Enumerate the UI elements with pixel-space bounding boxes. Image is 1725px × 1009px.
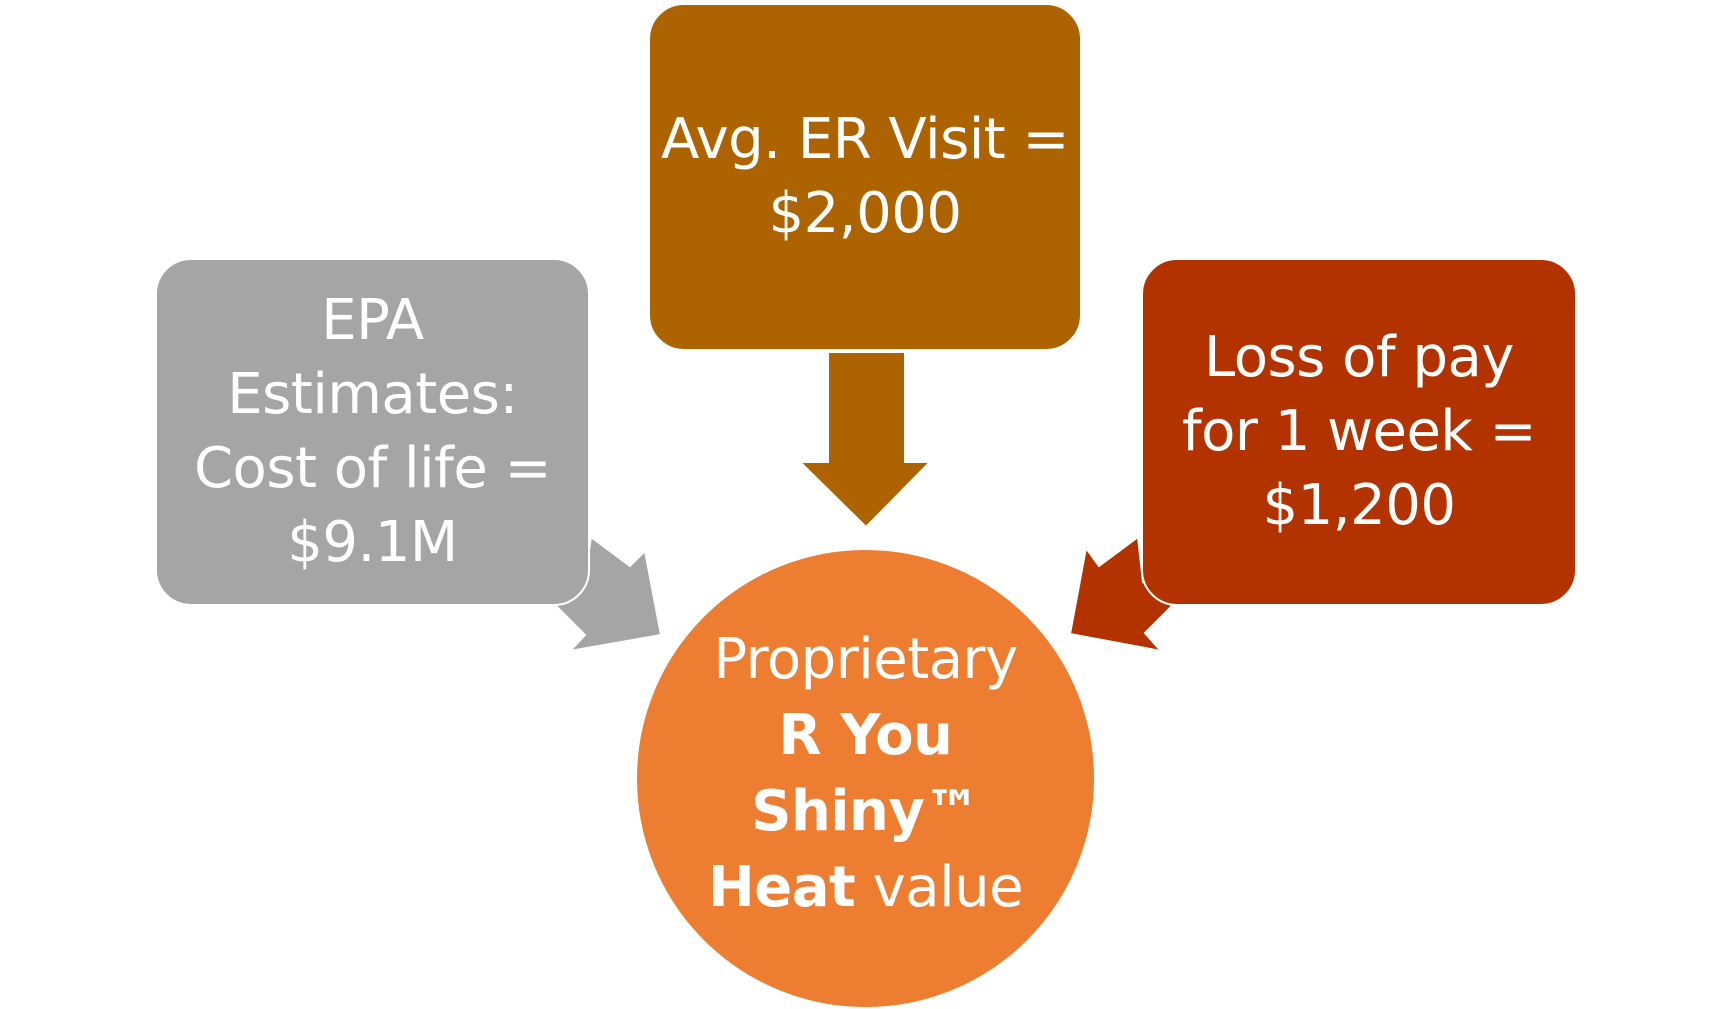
circle-line-1: Proprietary	[713, 626, 1018, 692]
circle-line-4: Heat value	[707, 850, 1024, 926]
er-line-1: Avg. ER Visit =	[661, 107, 1069, 172]
er-visit-box: Avg. ER Visit = $2,000	[648, 3, 1082, 351]
circle-line-2: R You	[778, 702, 953, 768]
circle-line-4-rest: value	[855, 854, 1024, 920]
loss-of-pay-box: Loss of pay for 1 week = $1,200	[1141, 258, 1577, 606]
epa-estimate-box: EPA Estimates: Cost of life = $9.1M	[155, 258, 590, 606]
pay-line-2: for 1 week =	[1181, 399, 1537, 464]
pay-line-1: Loss of pay	[1204, 325, 1514, 390]
pay-line-3: $1,200	[1262, 473, 1456, 538]
circle-line-4-bold: Heat	[707, 854, 856, 920]
epa-line-1: EPA	[321, 288, 424, 353]
top-arrow	[797, 351, 933, 529]
epa-line-4: $9.1M	[287, 510, 458, 575]
epa-line-2: Estimates:	[227, 362, 518, 427]
circle-line-3: Shiny™	[751, 778, 980, 844]
er-line-2: $2,000	[768, 181, 962, 246]
epa-line-3: Cost of life =	[193, 436, 552, 501]
heat-value-circle: Proprietary R You Shiny™ Heat value	[635, 548, 1096, 1009]
